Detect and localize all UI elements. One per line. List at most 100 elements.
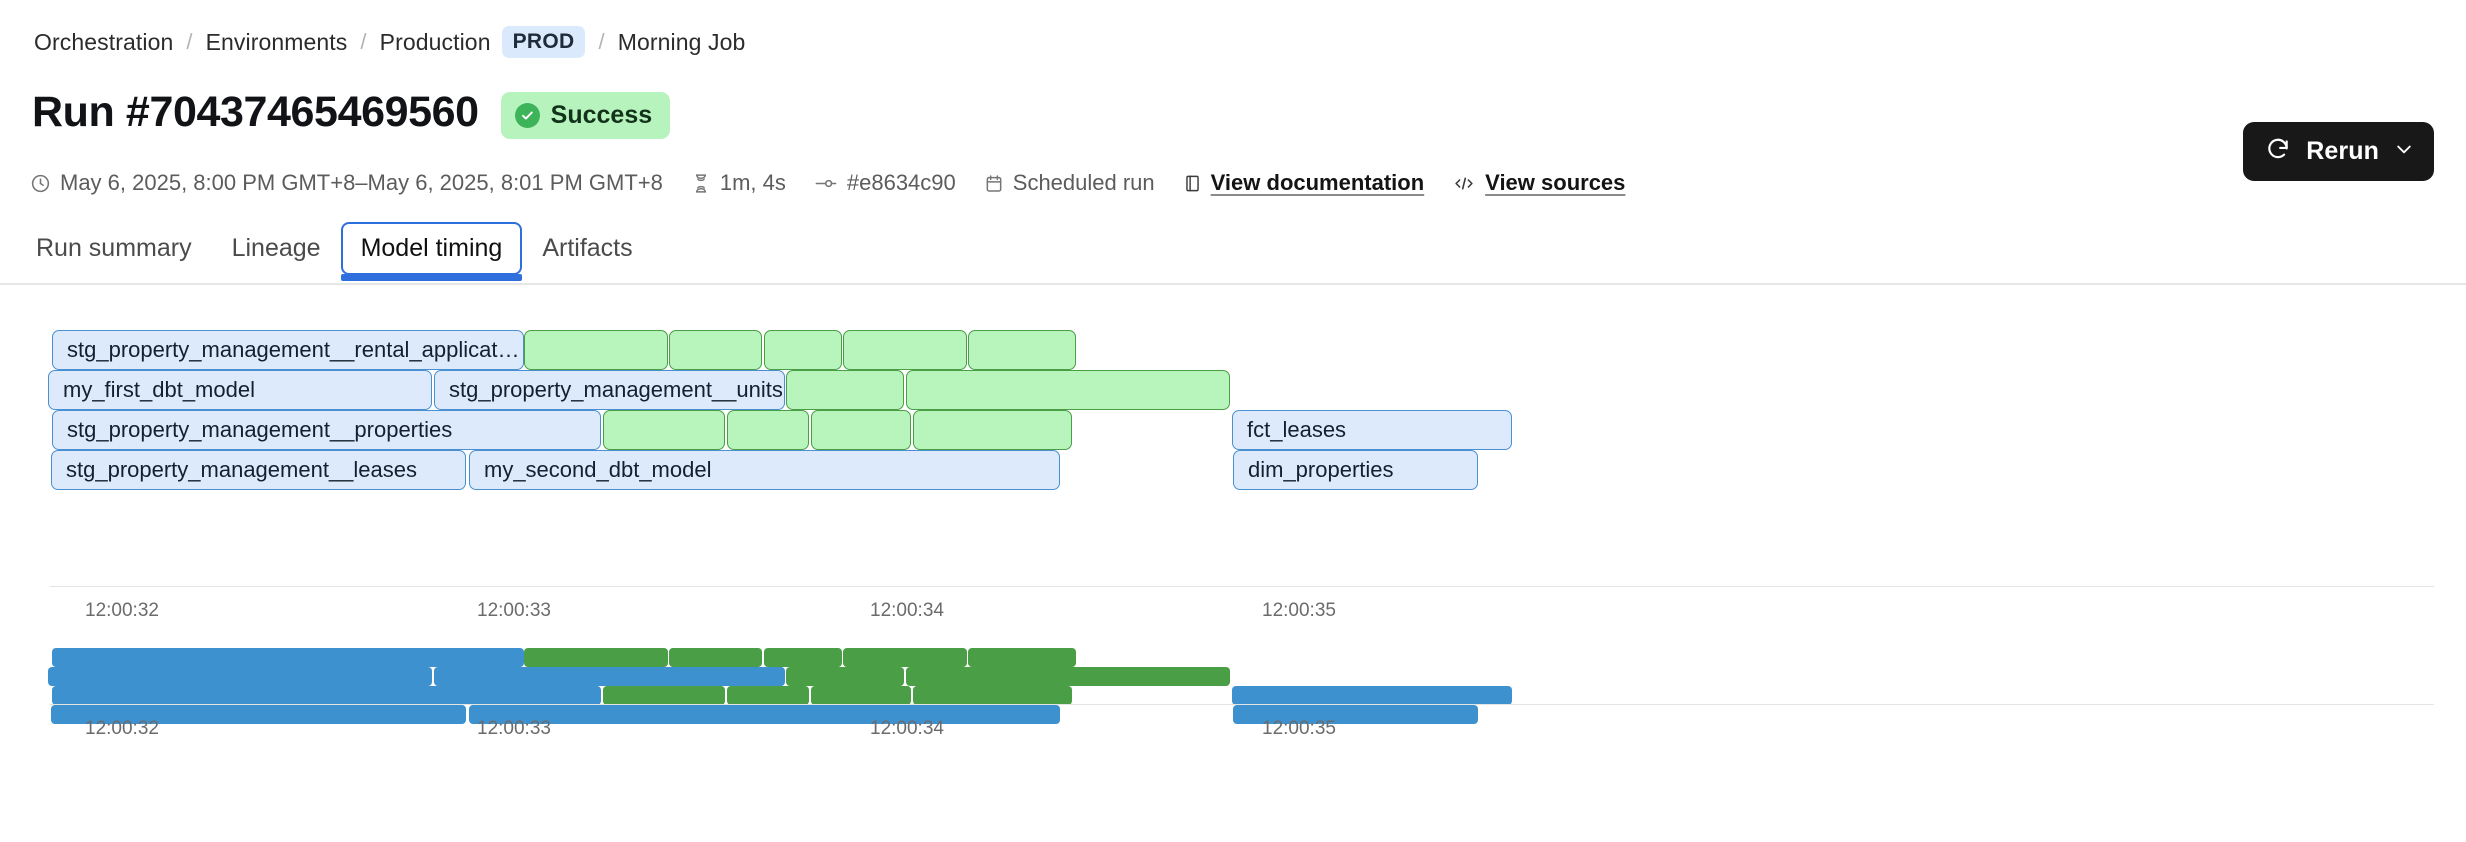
tab-model-timing[interactable]: Model timing [340, 222, 523, 281]
check-circle-icon [514, 103, 540, 128]
breadcrumb-item-environments[interactable]: Environments [205, 28, 348, 55]
meta-trigger: Scheduled run [984, 170, 1155, 196]
tab-run-summary[interactable]: Run summary [36, 234, 192, 262]
meta-timestamp: May 6, 2025, 8:00 PM GMT+8–May 6, 2025, … [30, 170, 663, 196]
gantt-bar-test[interactable] [603, 686, 725, 705]
gantt-bar-test[interactable] [764, 330, 842, 370]
minimap-axis-tick: 12:00:33 [477, 718, 551, 739]
gantt-bar-test[interactable] [786, 370, 904, 410]
main-axis-tick: 12:00:33 [477, 600, 551, 621]
gantt-bar-test[interactable] [968, 648, 1076, 667]
gantt-bar-test[interactable] [669, 648, 762, 667]
gantt-row [0, 705, 2466, 724]
gantt-bar-test[interactable] [469, 705, 1060, 724]
clock-icon [30, 173, 51, 194]
gantt-bar-label: my_first_dbt_model [63, 377, 255, 402]
gantt-bar-test[interactable] [764, 648, 842, 667]
meta-duration: 1m, 4s [691, 170, 786, 196]
gantt-bar-test[interactable] [843, 648, 967, 667]
commit-text: #e8634c90 [846, 170, 956, 195]
status-badge: Success [500, 92, 671, 139]
breadcrumb: Orchestration / Environments / Production PRO… [34, 26, 745, 58]
view-documentation-link[interactable]: View documentation [1183, 170, 1425, 196]
timestamp-text: May 6, 2025, 8:00 PM GMT+8–May 6, 2025, … [60, 170, 663, 195]
main-axis-tick: 12:00:34 [870, 600, 944, 621]
code-icon [1452, 173, 1476, 194]
gantt-bar-test[interactable] [811, 410, 911, 450]
gantt-bar-test[interactable] [669, 330, 762, 370]
gantt-bar-test[interactable] [524, 330, 668, 370]
minimap-axis-tick: 12:00:32 [85, 718, 159, 739]
gantt-bar-test[interactable] [843, 330, 967, 370]
gantt-row [0, 686, 2466, 705]
model-timing-gantt: stg_property_management__rental_applicat… [0, 330, 2466, 490]
breadcrumb-item-production[interactable]: Production [379, 28, 491, 55]
tab-artifacts[interactable]: Artifacts [542, 234, 633, 262]
gantt-bar-stg_property_management__units[interactable]: stg_property_management__units [434, 370, 785, 410]
gantt-bar-label: stg_property_management__rental_applicat… [67, 337, 523, 362]
timeline-axis-main: 12:00:32 12:00:33 12:00:34 12:00:35 [0, 586, 2466, 626]
axis-line [50, 704, 2434, 705]
gantt-bar-test[interactable] [1232, 686, 1512, 705]
status-label: Success [550, 101, 653, 129]
gantt-row [0, 648, 2466, 667]
minimap-axis-tick: 12:00:35 [1262, 718, 1336, 739]
trigger-text: Scheduled run [1012, 170, 1155, 195]
rerun-button[interactable]: Rerun [2243, 122, 2434, 181]
gantt-bar-test[interactable] [811, 686, 911, 705]
gantt-bar-test[interactable] [913, 686, 1072, 705]
gantt-row: stg_property_management__rental_applicat… [0, 330, 2466, 370]
breadcrumb-env-badge: PROD [501, 26, 586, 58]
gantt-bar-test[interactable] [906, 370, 1230, 410]
gantt-bar-label: dim_properties [1248, 457, 1394, 482]
minimap-axis-tick: 12:00:34 [870, 718, 944, 739]
hourglass-icon [691, 173, 711, 194]
gantt-bar-dim_properties[interactable]: dim_properties [1233, 450, 1478, 490]
gantt-bar-my_first_dbt_model[interactable]: my_first_dbt_model [48, 370, 432, 410]
gantt-bar-test[interactable] [603, 410, 725, 450]
gantt-bar-stg_property_management__rental_applications[interactable]: stg_property_management__rental_applicat… [52, 330, 524, 370]
gantt-bar-test[interactable] [727, 686, 809, 705]
run-metadata: May 6, 2025, 8:00 PM GMT+8–May 6, 2025, … [30, 170, 1653, 196]
rerun-label: Rerun [2306, 137, 2379, 165]
tab-bar: Run summary Lineage Model timing Artifacts [16, 222, 653, 281]
gantt-bar-my_second_dbt_model[interactable]: my_second_dbt_model [469, 450, 1060, 490]
breadcrumb-separator: / [360, 29, 367, 54]
gantt-bar-test[interactable] [51, 705, 466, 724]
view-sources-link[interactable]: View sources [1452, 170, 1625, 196]
main-axis-tick: 12:00:35 [1262, 600, 1336, 621]
gantt-bar-test[interactable] [434, 667, 785, 686]
gantt-bar-test[interactable] [1233, 705, 1478, 724]
gantt-bar-test[interactable] [52, 686, 601, 705]
page-title: Run #70437465469560 [32, 88, 479, 136]
documentation-label: View documentation [1210, 170, 1425, 195]
gantt-bar-stg_property_management__leases[interactable]: stg_property_management__leases [51, 450, 466, 490]
commit-icon [814, 173, 838, 194]
tab-lineage[interactable]: Lineage [231, 234, 321, 262]
gantt-bar-test[interactable] [727, 410, 809, 450]
model-timing-minimap[interactable] [0, 648, 2466, 724]
gantt-row [0, 667, 2466, 686]
gantt-bar-test[interactable] [524, 648, 668, 667]
refresh-icon [2265, 136, 2291, 167]
gantt-bar-test[interactable] [786, 667, 904, 686]
main-axis-tick: 12:00:32 [85, 600, 159, 621]
sources-label: View sources [1485, 170, 1626, 195]
gantt-bar-test[interactable] [968, 330, 1076, 370]
gantt-bar-test[interactable] [52, 648, 524, 667]
gantt-bar-label: fct_leases [1247, 417, 1347, 442]
gantt-bar-test[interactable] [906, 667, 1230, 686]
meta-commit: #e8634c90 [814, 170, 956, 196]
gantt-bar-label: stg_property_management__units [449, 377, 783, 402]
gantt-bar-fct_leases[interactable]: fct_leases [1232, 410, 1512, 450]
breadcrumb-item-orchestration[interactable]: Orchestration [34, 28, 174, 55]
gantt-bar-test[interactable] [913, 410, 1072, 450]
book-icon [1183, 173, 1202, 194]
gantt-row: my_first_dbt_model stg_property_managemen… [0, 370, 2466, 410]
gantt-row: stg_property_management__properties fct_l… [0, 410, 2466, 450]
gantt-bar-stg_property_management__properties[interactable]: stg_property_management__properties [52, 410, 601, 450]
gantt-bar-test[interactable] [48, 667, 432, 686]
breadcrumb-separator: / [598, 29, 605, 54]
chevron-down-icon[interactable] [2394, 139, 2414, 164]
